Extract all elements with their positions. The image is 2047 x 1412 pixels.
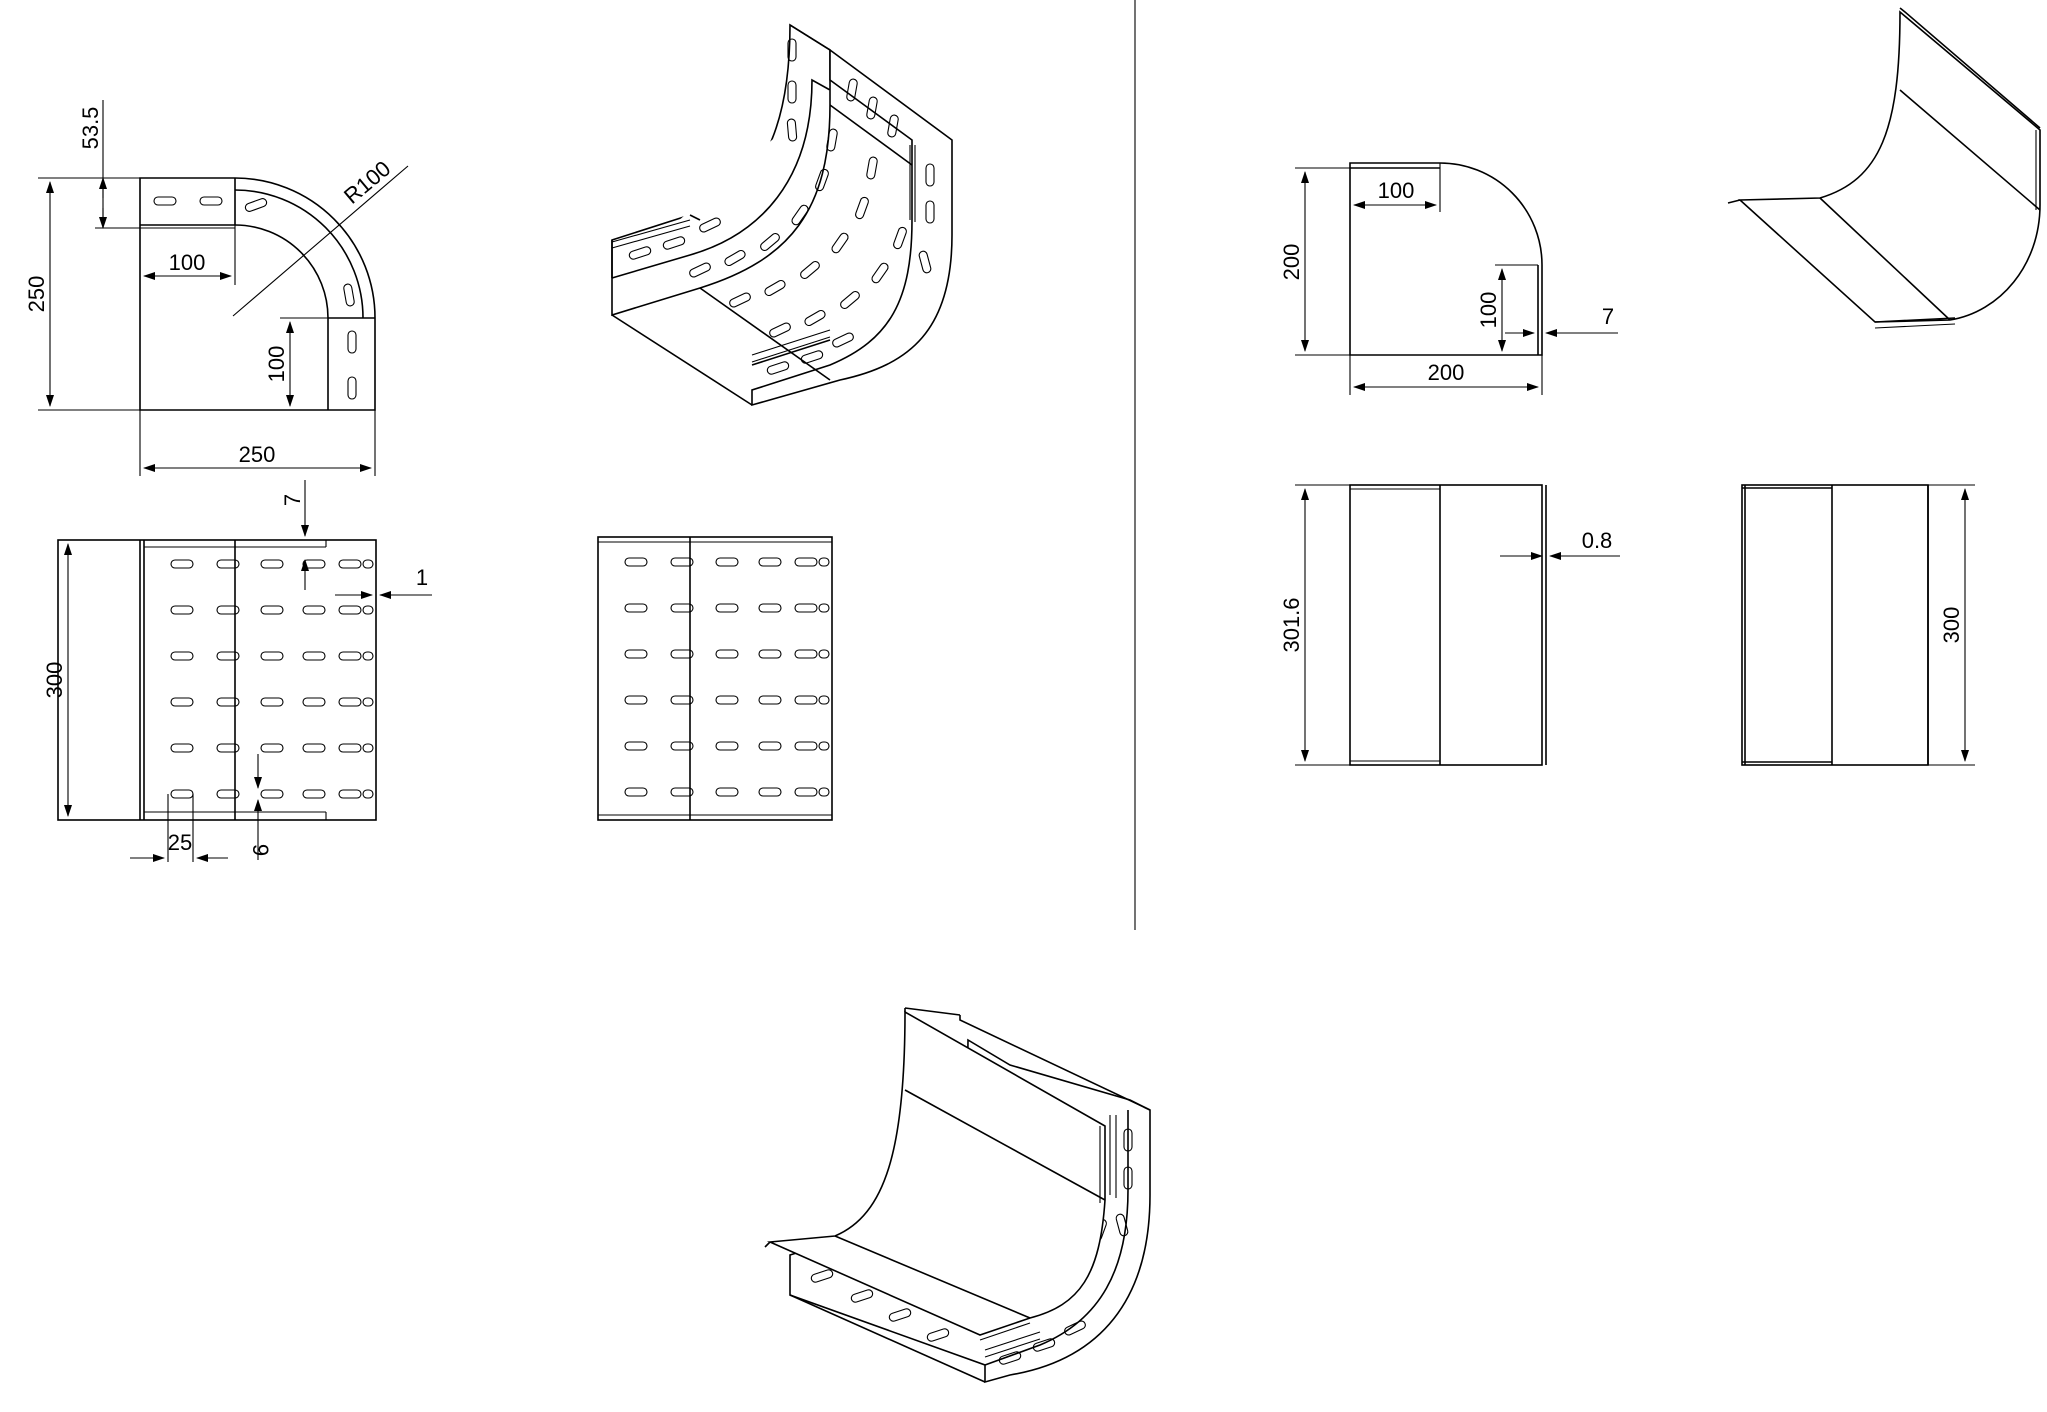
- cover-top-view: 100 200 100 7 200: [1279, 162, 1618, 395]
- cover-dim-200-vertical: 200: [1279, 244, 1304, 281]
- dim-9: 9: [248, 844, 273, 856]
- cover-bottom-view: 300: [1741, 484, 1975, 766]
- cover-dim-0-8: 0.8: [1582, 528, 1613, 553]
- cover-dim-100-top: 100: [1378, 178, 1415, 203]
- dim-250-horizontal: 250: [239, 442, 276, 467]
- tray-top-view: 53.5 R100 250 100 100 250: [24, 100, 409, 476]
- cover-dim-200-horizontal: 200: [1428, 360, 1465, 385]
- dim-100-top: 100: [169, 250, 206, 275]
- cover-front-view: 0.8 301.6: [1279, 484, 1620, 766]
- tray-isometric-view: [611, 23, 953, 407]
- dim-250-vertical: 250: [24, 276, 49, 313]
- cover-isometric-view: [1727, 7, 2041, 329]
- dim-25: 25: [168, 830, 192, 855]
- dim-53-5: 53.5: [78, 107, 103, 150]
- cover-dim-300: 300: [1939, 607, 1964, 644]
- cover-dim-7: 7: [1602, 304, 1614, 329]
- dim-1: 1: [416, 565, 428, 590]
- assembly-isometric-view: [764, 1007, 1151, 1384]
- dim-300-tray: 300: [42, 662, 67, 699]
- tray-front-view: 7 1 300 25 9: [42, 480, 432, 862]
- dim-100-side: 100: [264, 346, 289, 383]
- dim-7-tray: 7: [280, 494, 305, 506]
- cover-dim-100-side: 100: [1476, 292, 1501, 329]
- cover-dim-301-6: 301.6: [1279, 597, 1304, 652]
- tray-bottom-view: [597, 536, 833, 821]
